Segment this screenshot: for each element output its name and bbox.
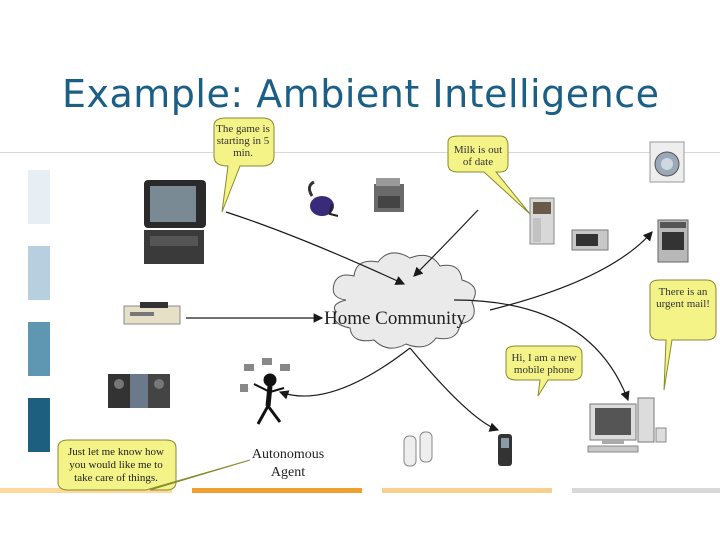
agent-note-text: Just let me know how you would like me t… <box>68 446 164 484</box>
home-community-label: Home Community <box>324 308 466 329</box>
cordless-phones-icon <box>403 431 433 467</box>
arrow-cloud-to-computer <box>453 299 630 402</box>
bubble-phone <box>505 345 583 397</box>
side-block-2 <box>28 246 50 300</box>
side-block-3 <box>28 322 50 376</box>
stove-icon <box>657 219 689 263</box>
printer-icon <box>374 178 404 212</box>
bubble-game-text: The game is starting in 5 min. <box>216 123 270 159</box>
autonomous-agent-label: Autonomous Agent <box>251 447 325 480</box>
arrow-cloud-to-agent <box>278 347 411 400</box>
bubble-mail <box>649 279 717 391</box>
stereo-icon <box>108 374 170 408</box>
washing-machine-icon <box>649 141 685 183</box>
arrow-milk-to-cloud <box>413 209 479 277</box>
bubble-game <box>213 117 275 213</box>
bubble-milk <box>447 135 531 215</box>
arrow-tv-to-cloud <box>225 211 406 285</box>
connection-arrows <box>186 209 653 432</box>
title-divider <box>0 152 720 153</box>
bottom-bar-3 <box>382 488 552 493</box>
arrow-cloud-to-appliances <box>489 231 653 311</box>
home-community-cloud <box>332 252 476 349</box>
side-block-4 <box>28 398 50 452</box>
side-block-1 <box>28 170 50 224</box>
bottom-bar-4 <box>572 488 720 493</box>
bubble-mail-text: There is an urgent mail! <box>656 286 710 310</box>
vacuum-cleaner-icon <box>307 180 339 217</box>
vcr-icon <box>123 302 181 325</box>
bubble-phone-text: Hi, I am a new mobile phone <box>511 352 577 376</box>
refrigerator-icon <box>529 197 555 245</box>
bubble-milk-text: Milk is out of date <box>453 144 503 168</box>
television-icon <box>144 180 206 264</box>
bubble-agent <box>57 439 251 491</box>
juggler-agent-icon <box>240 358 290 425</box>
mobile-phone-icon <box>498 434 512 466</box>
microwave-icon <box>571 229 609 251</box>
arrow-cloud-to-mobile <box>409 347 500 432</box>
bottom-bar-2 <box>192 488 362 493</box>
slide-title: Example: Ambient Intelligence <box>62 72 660 116</box>
desktop-computer-icon <box>587 397 667 453</box>
